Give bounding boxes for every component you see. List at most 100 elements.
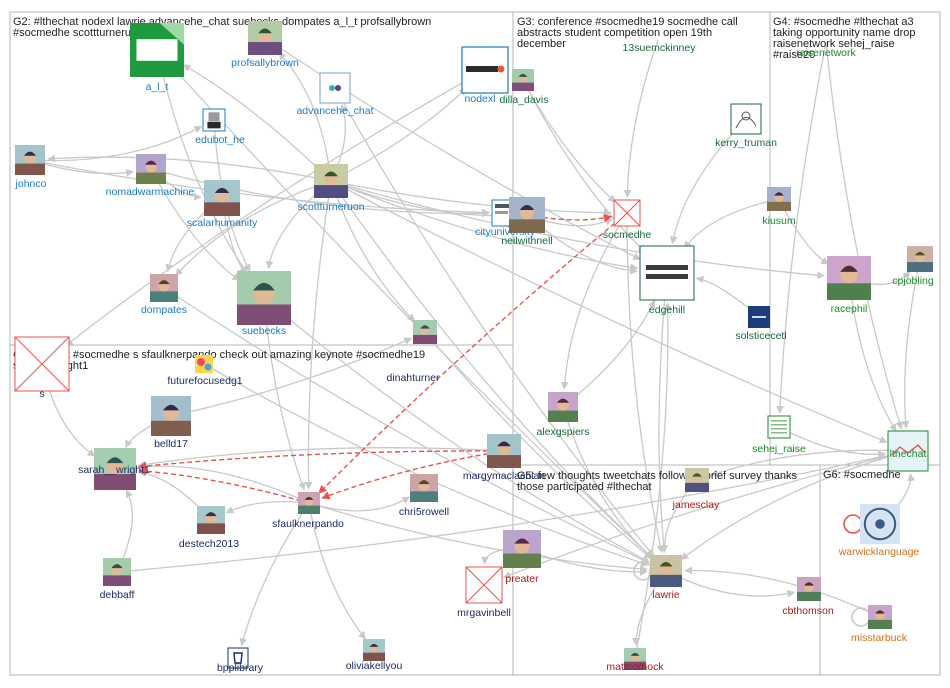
edge-sfaulknerpando-to-sarah-wright1 (138, 462, 310, 504)
edge-dompates-to-lawrie (163, 287, 650, 564)
node-edubot-he[interactable]: edubot_he (195, 108, 245, 146)
node-dinahturner[interactable]: dinahturner (386, 320, 440, 384)
alt-logo-icon (130, 23, 184, 77)
node-lthechat[interactable]: lthechat (887, 430, 929, 472)
node-johnco[interactable]: johnco (15, 145, 47, 190)
node-debbaff[interactable]: debbaff (100, 558, 135, 601)
node-racephil[interactable]: racephil (827, 256, 871, 315)
photo-icon (685, 468, 709, 492)
group-title-line: taking opportunity name drop (773, 27, 915, 39)
group-title-g2: G2: #lthechat nodexl lawrie advancehe_ch… (13, 16, 431, 39)
photo-icon (907, 246, 933, 272)
node-preater[interactable]: preater (503, 530, 541, 585)
node-dompates[interactable]: dompates (141, 274, 187, 316)
node-label: preater (505, 573, 539, 585)
group-title-line: G4: #socmedhe #lthechat a3 (773, 16, 914, 28)
edge-sfaulknerpando-to-destech2013 (225, 500, 310, 514)
group-title-line: #raise20 (773, 49, 815, 61)
node-misstarbuck[interactable]: misstarbuck (851, 605, 908, 644)
edge-johnco-to-cityuniversity (29, 159, 490, 217)
node-lawrie[interactable]: lawrie (650, 555, 682, 601)
node-warwicklanguage[interactable]: warwicklanguage (838, 504, 920, 558)
group-title-line: abstracts student competition open 19th (517, 27, 712, 39)
edge-a-l-t-to-suebecks (156, 49, 248, 274)
node-margymaclachlan[interactable]: margymaclachlan (463, 434, 545, 482)
node-profsallybrown[interactable]: profsallybrown (231, 21, 299, 69)
node-cbthomson[interactable]: cbthomson (782, 577, 834, 617)
photo-icon (314, 164, 348, 198)
broken-icon (14, 336, 70, 392)
node-solsticecetl[interactable]: solsticecetl (735, 306, 787, 342)
node-edgehill[interactable]: edgehill (639, 245, 695, 316)
node-futurefocusedg1[interactable]: futurefocusedg1 (167, 355, 243, 387)
node-sarah-wright1[interactable]: sarah__wright1 (78, 448, 150, 490)
node-label: warwicklanguage (838, 546, 920, 558)
colorful-icon (195, 355, 213, 373)
node-chri5rowell[interactable]: chri5rowell (399, 474, 449, 518)
node-neilwithnell[interactable]: neilwithnell (501, 197, 553, 247)
edge-nomadwarmachine-to-cityuniversity (150, 168, 490, 218)
node-kerry-truman[interactable]: kerry_truman (715, 103, 777, 149)
edge-socmedhe-to-lawrie (626, 212, 665, 554)
node-dilla-davis[interactable]: dilla_davis (499, 69, 549, 106)
node-socmedhe[interactable]: socmedhe (603, 199, 652, 241)
node-label: scalarhumanity (187, 217, 258, 229)
edge-johnco-to-nomadwarmachine (29, 159, 134, 177)
node-label: lthechat (890, 448, 927, 460)
edge-belld17-to-dinahturner (170, 337, 413, 417)
node-belld17[interactable]: belld17 (151, 396, 191, 450)
node-scalarhumanity[interactable]: scalarhumanity (187, 180, 258, 229)
edge-johnco-to-edubot-he (29, 125, 203, 162)
node-suebecks[interactable]: suebecks (237, 271, 291, 337)
node-cpjobling[interactable]: cpjobling (892, 246, 934, 287)
node-mrgavinbell[interactable]: mrgavinbell (457, 566, 511, 619)
node-label: belld17 (154, 438, 188, 450)
nodexl-logo-icon (461, 46, 509, 94)
node-oliviakellyou[interactable]: oliviakellyou (346, 639, 403, 672)
node-label: margymaclachlan (463, 470, 545, 482)
group-title-g3: G3: conference #socmedhe19 socmedhe call… (517, 16, 738, 50)
node-scottturneruon[interactable]: scottturneruon (297, 164, 365, 213)
node-jamesclay[interactable]: jamesclay (672, 468, 720, 511)
node-label: dompates (141, 304, 187, 316)
node-label: oliviakellyou (346, 660, 403, 672)
node-13suemckinney[interactable]: 13suemckinney (623, 42, 697, 54)
edge-scottturneruon-to-lthechat (330, 180, 888, 444)
node-advancehe-chat[interactable]: advancehe_chat (296, 72, 374, 117)
node-label: profsallybrown (231, 57, 299, 69)
node-raisenetwork[interactable]: raisenetwork (796, 47, 856, 59)
group-title-g5: G5: few thoughts tweetchats following br… (517, 470, 798, 493)
edge-scottturneruon-to-racephil (330, 180, 825, 280)
group-title-line: G2: #lthechat nodexl lawrie advancehe_ch… (13, 16, 431, 28)
node-label: edgehill (649, 304, 685, 316)
edge-dinahturner-to-lawrie (424, 331, 653, 560)
node-alexgspiers[interactable]: alexgspiers (536, 392, 590, 438)
highlighted-edge-socmedhe-to-sfaulknerpando (318, 212, 628, 494)
edge-alexgspiers-to-lawrie (562, 406, 653, 559)
node-label: nodexl (465, 93, 496, 105)
node-a-l-t[interactable]: a_l_t (130, 23, 184, 93)
photo-icon (413, 320, 437, 344)
node-mattcornock[interactable]: mattcornock (606, 648, 664, 673)
node-label: neilwithnell (501, 235, 552, 247)
edge-scottturneruon-to-nodexl (330, 87, 467, 182)
node-sehej-raise[interactable]: sehej_raise (752, 415, 806, 455)
node-s[interactable]: s (14, 336, 70, 400)
sketch-icon (730, 103, 762, 135)
node-nomadwarmachine[interactable]: nomadwarmachine (106, 154, 195, 198)
group-title-line: G6: #socmedhe (823, 469, 901, 481)
node-label: nomadwarmachine (106, 186, 195, 198)
node-nodexl[interactable]: nodexl (461, 46, 509, 105)
node-label: kiusum (762, 215, 796, 227)
node-bpplibrary[interactable]: bpplibrary (217, 647, 264, 674)
edges (29, 37, 921, 660)
node-label: debbaff (100, 589, 135, 601)
node-sfaulknerpando[interactable]: sfaulknerpando (272, 492, 344, 530)
node-destech2013[interactable]: destech2013 (179, 506, 239, 550)
node-kiusum[interactable]: kiusum (762, 187, 796, 227)
edge-edgehill-to-lawrie (658, 272, 668, 553)
edge-cpjobling-to-lthechat (901, 258, 921, 429)
group-title-line: #socmedhe scottturneruon (13, 27, 143, 39)
